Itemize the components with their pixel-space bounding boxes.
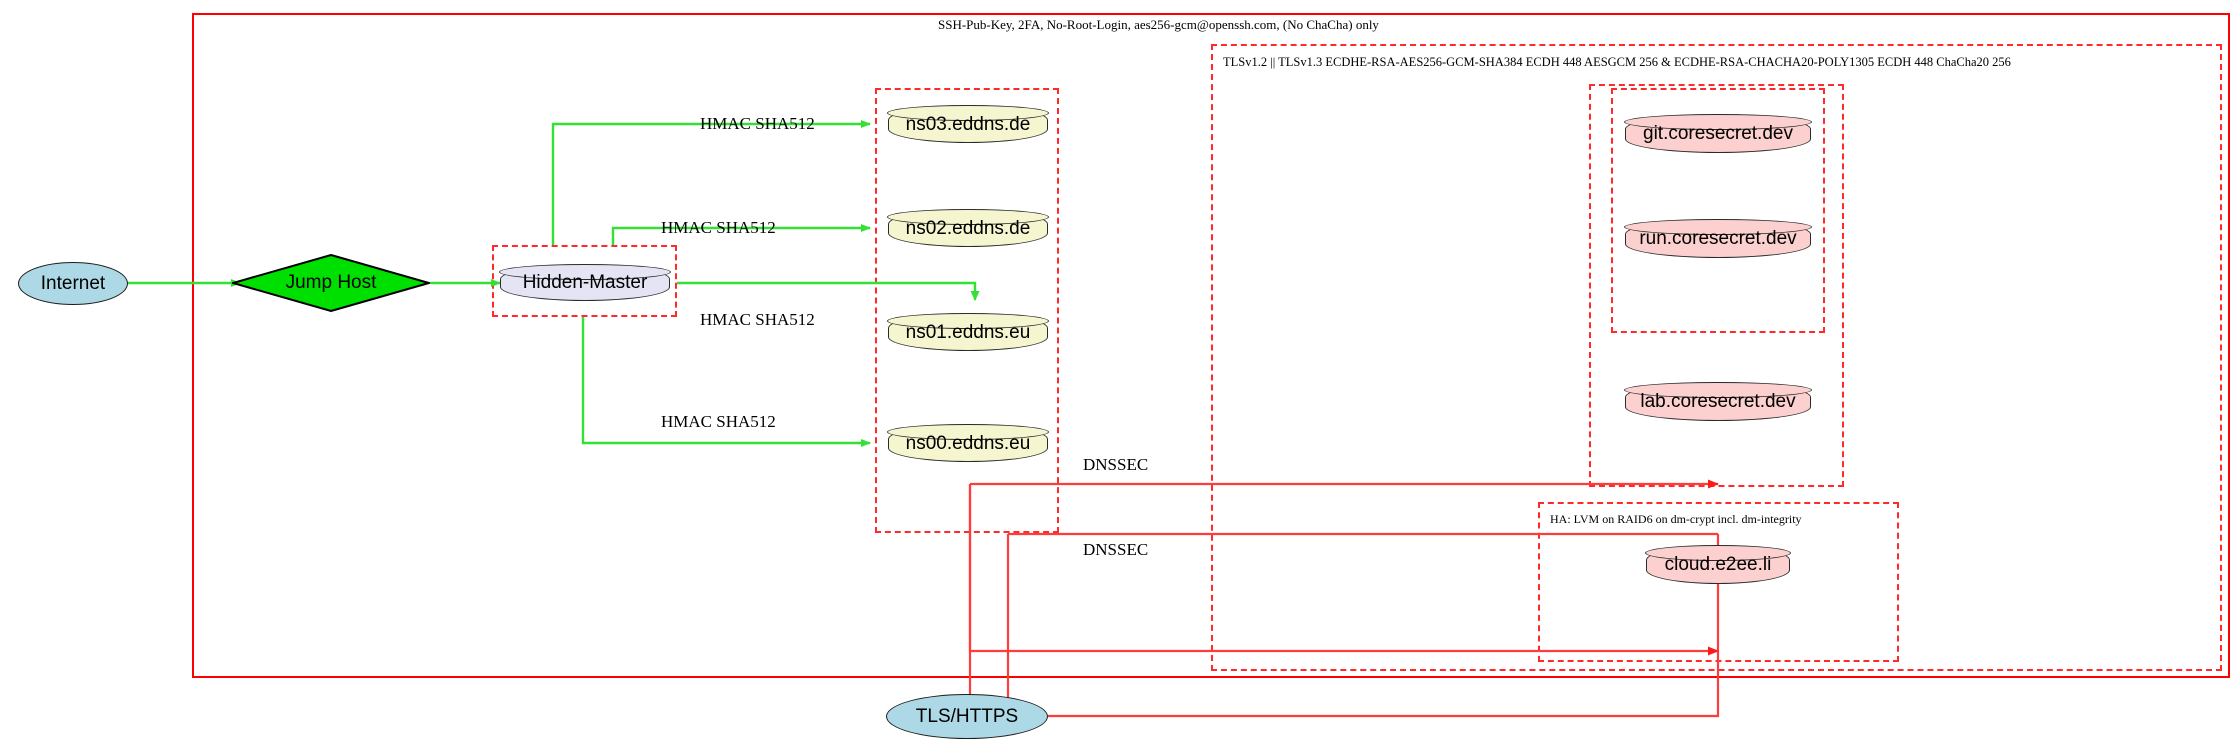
edge-label-hmac-ns00: HMAC SHA512	[661, 412, 776, 431]
edge-label-hmac-ns03: HMAC SHA512	[700, 114, 815, 133]
node-internet-label: Internet	[40, 272, 106, 294]
node-tls-https-label: TLS/HTTPS	[915, 705, 1019, 727]
node-ns00[interactable]: ns00.eddns.eu	[887, 424, 1049, 462]
node-ns02[interactable]: ns02.eddns.de	[887, 209, 1049, 247]
dns-cluster-box	[875, 88, 1059, 533]
node-lab-coresecret-label: lab.coresecret.dev	[1640, 391, 1796, 412]
node-tls-https[interactable]: TLS/HTTPS	[886, 694, 1048, 739]
node-cloud-e2ee[interactable]: cloud.e2ee.li	[1645, 545, 1791, 584]
node-hidden-master-label: Hidden-Master	[522, 272, 648, 293]
node-internet[interactable]: Internet	[18, 262, 128, 305]
gitrun-cluster-box	[1611, 88, 1825, 333]
node-ns02-label: ns02.eddns.de	[905, 217, 1031, 239]
tls-boundary-label: TLSv1.2 || TLSv1.3 ECDHE-RSA-AES256-GCM-…	[1223, 55, 2011, 69]
edge-label-dnssec-lower: DNSSEC	[1083, 540, 1149, 559]
node-lab-coresecret[interactable]: lab.coresecret.dev	[1624, 382, 1812, 421]
edge-label-dnssec-upper: DNSSEC	[1083, 455, 1149, 474]
node-ns03-label: ns03.eddns.de	[905, 113, 1031, 135]
node-ns00-label: ns00.eddns.eu	[905, 432, 1031, 454]
node-ns01-label: ns01.eddns.eu	[905, 321, 1031, 343]
node-cloud-e2ee-label: cloud.e2ee.li	[1664, 554, 1772, 575]
edge-label-hmac-ns02: HMAC SHA512	[661, 218, 776, 237]
edge-label-hmac-ns01: HMAC SHA512	[700, 310, 815, 329]
node-run-coresecret-label: run.coresecret.dev	[1639, 228, 1797, 249]
node-ns01[interactable]: ns01.eddns.eu	[887, 313, 1049, 351]
node-ns03[interactable]: ns03.eddns.de	[887, 105, 1049, 143]
node-jump-host[interactable]: Jump Host	[232, 254, 430, 312]
node-git-coresecret[interactable]: git.coresecret.dev	[1624, 114, 1812, 153]
node-git-coresecret-label: git.coresecret.dev	[1643, 123, 1793, 144]
node-run-coresecret[interactable]: run.coresecret.dev	[1624, 219, 1812, 258]
node-hidden-master[interactable]: Hidden-Master	[499, 264, 671, 301]
ha-boundary-label: HA: LVM on RAID6 on dm-crypt incl. dm-in…	[1550, 512, 1802, 526]
ssh-boundary-label: SSH-Pub-Key, 2FA, No-Root-Login, aes256-…	[938, 17, 1379, 32]
